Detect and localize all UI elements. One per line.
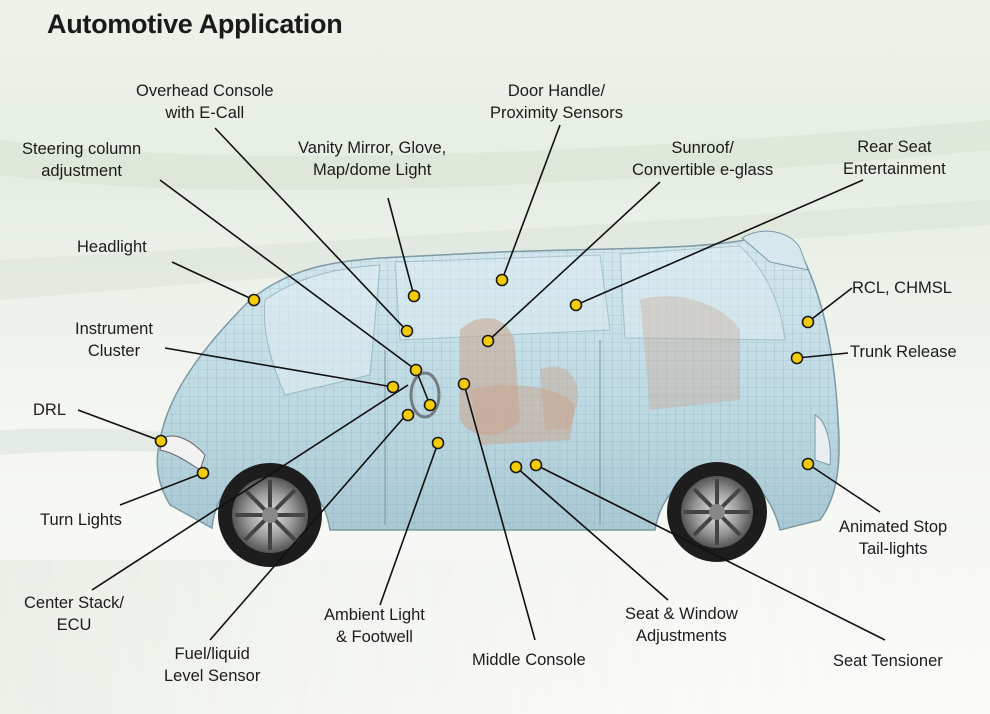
leader-overhead <box>214 127 408 332</box>
label-line: Entertainment <box>843 160 946 178</box>
label-drl: DRL <box>33 399 66 421</box>
label-line: Cluster <box>87 342 141 360</box>
label-line: Adjustments <box>636 627 727 645</box>
label-line: RCL, CHMSL <box>852 279 952 297</box>
leader-door <box>501 124 561 281</box>
leader-fuel <box>209 414 407 641</box>
leader-steering <box>159 179 417 371</box>
marker-steering <box>409 363 423 377</box>
leader-tensioner <box>535 464 886 641</box>
marker-overhead <box>400 324 414 338</box>
leader-headlight <box>171 261 255 301</box>
label-line: Vanity Mirror, Glove, <box>298 139 447 157</box>
leader-animated <box>807 463 881 513</box>
label-line: Animated Stop <box>839 518 948 536</box>
diagram-title: Automotive Application <box>47 9 343 39</box>
label-line: Turn Lights <box>40 511 122 529</box>
label-middle-console: Middle Console <box>472 649 586 671</box>
label-instrument-cluster: Instrument Cluster <box>75 318 153 362</box>
label-line: Middle Console <box>472 651 586 669</box>
leader-drl <box>77 409 162 442</box>
label-line: Steering column <box>22 140 142 158</box>
leader-turn <box>119 472 204 506</box>
leader-rearseat <box>575 179 864 306</box>
label-turn-lights: Turn Lights <box>40 509 122 531</box>
marker-vanity <box>407 289 421 303</box>
label-rear-seat: Rear Seat Entertainment <box>843 136 946 180</box>
label-seat-tensioner: Seat Tensioner <box>833 650 943 672</box>
marker-instrument <box>386 380 400 394</box>
label-line: Headlight <box>77 238 147 256</box>
marker-tensioner <box>529 458 543 472</box>
label-sunroof: Sunroof/ Convertible e-glass <box>632 137 773 181</box>
marker-wheel-column <box>423 398 437 412</box>
label-line: with E-Call <box>165 104 245 122</box>
front-wheel <box>218 463 322 567</box>
leader-lines <box>77 124 886 641</box>
leader-middle <box>463 383 536 641</box>
marker-seatwin <box>509 460 523 474</box>
background-streaks <box>0 120 990 714</box>
leader-instrument <box>164 347 394 388</box>
sensor-markers <box>154 273 815 480</box>
label-line: adjustment <box>41 162 122 180</box>
label-trunk-release: Trunk Release <box>850 341 957 363</box>
leader-seatwin <box>515 466 669 601</box>
label-door-handle: Door Handle/ Proximity Sensors <box>490 80 623 124</box>
label-line: Convertible e-glass <box>632 161 774 179</box>
label-line: Ambient Light <box>324 606 425 624</box>
label-line: ECU <box>56 616 92 634</box>
label-headlight: Headlight <box>77 236 147 258</box>
label-line: Rear Seat <box>857 138 932 156</box>
marker-ambient <box>431 436 445 450</box>
marker-headlight <box>247 293 261 307</box>
leader-trunk <box>796 352 849 359</box>
leader-ambient <box>379 442 439 606</box>
rear-wheel <box>667 462 767 562</box>
label-line: Instrument <box>75 320 153 338</box>
label-fuel-level: Fuel/liquid Level Sensor <box>164 643 260 687</box>
marker-rearseat <box>569 298 583 312</box>
leader-rcl <box>807 287 853 323</box>
label-line: Center Stack/ <box>24 594 124 612</box>
marker-sunroof <box>481 334 495 348</box>
label-line: Trunk Release <box>850 343 957 361</box>
label-line: Level Sensor <box>164 667 261 685</box>
label-line: Tail-lights <box>858 540 928 558</box>
label-ambient-light: Ambient Light & Footwell <box>324 604 425 648</box>
label-line: Fuel/liquid <box>174 645 250 663</box>
marker-animated <box>801 457 815 471</box>
leader-vanity <box>387 197 415 297</box>
marker-drl <box>154 434 168 448</box>
marker-trunk <box>790 351 804 365</box>
label-animated-stop: Animated Stop Tail-lights <box>839 516 947 560</box>
label-seat-window: Seat & Window Adjustments <box>625 603 738 647</box>
marker-door <box>495 273 509 287</box>
label-overhead-console: Overhead Console with E-Call <box>136 80 274 124</box>
car-body <box>156 230 840 531</box>
label-line: Door Handle/ <box>507 82 606 100</box>
label-line: Overhead Console <box>136 82 274 100</box>
label-line: Map/dome Light <box>312 161 432 179</box>
label-line: Proximity Sensors <box>490 104 623 122</box>
label-line: Seat Tensioner <box>833 652 943 670</box>
label-line: & Footwell <box>335 628 413 646</box>
leader-sunroof <box>487 181 661 342</box>
label-rcl-chmsl: RCL, CHMSL <box>852 277 952 299</box>
label-line: Sunroof/ <box>671 139 734 157</box>
marker-rcl <box>801 315 815 329</box>
marker-center <box>401 408 415 422</box>
label-line: Seat & Window <box>625 605 738 623</box>
label-line: DRL <box>33 401 67 419</box>
label-center-stack: Center Stack/ ECU <box>24 592 124 636</box>
label-vanity-mirror: Vanity Mirror, Glove, Map/dome Light <box>298 137 446 181</box>
marker-turn <box>196 466 210 480</box>
leader-center <box>91 384 409 591</box>
label-steering-column: Steering column adjustment <box>22 138 141 182</box>
marker-middle <box>457 377 471 391</box>
